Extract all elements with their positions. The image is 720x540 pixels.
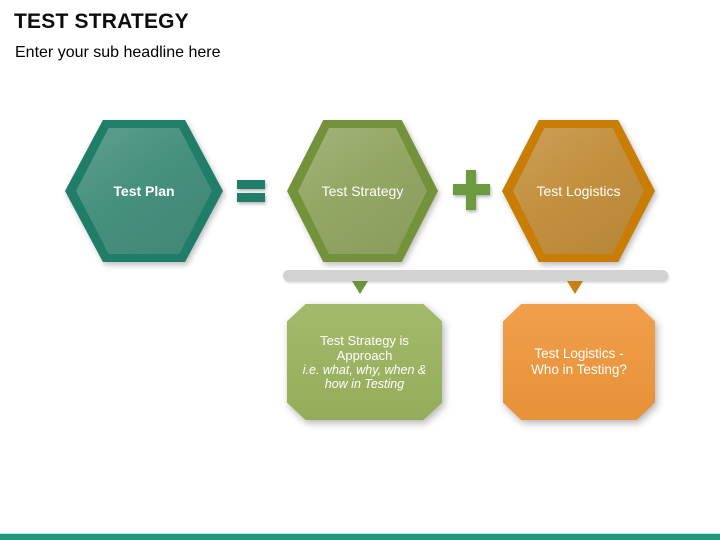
callout-body: Test Logistics - Who in Testing? — [503, 304, 655, 420]
down-arrow-icon-orange — [567, 281, 583, 294]
callout-note: i.e. what, why, when & — [302, 362, 427, 377]
callout-test-strategy: Test Strategy is Approach i.e. what, why… — [287, 304, 442, 420]
hexagon-border: Test Strategy — [287, 120, 438, 262]
equals-bar-bottom — [237, 193, 265, 202]
hexagon-fill: Test Plan — [76, 128, 212, 254]
hexagon-border: Test Plan — [65, 120, 223, 262]
callout-test-logistics: Test Logistics - Who in Testing? — [503, 304, 655, 420]
plus-horizontal-bar — [453, 184, 490, 195]
callout-line: Test Logistics - — [534, 346, 624, 361]
hexagon-test-logistics: Test Logistics — [502, 120, 655, 262]
hexagon-label: Test Logistics — [536, 182, 621, 199]
hexagon-test-strategy: Test Strategy — [287, 120, 438, 262]
callout-body: Test Strategy is Approach i.e. what, why… — [287, 304, 442, 420]
hexagon-label: Test Plan — [113, 182, 175, 199]
page-title: TEST STRATEGY — [14, 10, 189, 33]
callout-line: Test Strategy is — [320, 332, 409, 348]
footer-accent-bar — [0, 533, 720, 540]
plus-icon — [453, 170, 490, 210]
callout-line: Who in Testing? — [531, 362, 627, 377]
equals-bar-top — [237, 180, 265, 189]
divider-bar — [283, 270, 668, 281]
hexagon-fill: Test Strategy — [298, 128, 427, 254]
hexagon-border: Test Logistics — [502, 120, 655, 262]
hexagon-label: Test Strategy — [321, 182, 404, 199]
hexagon-fill: Test Logistics — [513, 128, 644, 254]
hexagon-test-plan: Test Plan — [65, 120, 223, 262]
down-arrow-icon-green — [352, 281, 368, 294]
equals-icon — [237, 180, 265, 202]
page-subtitle: Enter your sub headline here — [15, 44, 221, 61]
callout-note: how in Testing — [324, 377, 405, 391]
callout-line: Approach — [336, 347, 393, 363]
